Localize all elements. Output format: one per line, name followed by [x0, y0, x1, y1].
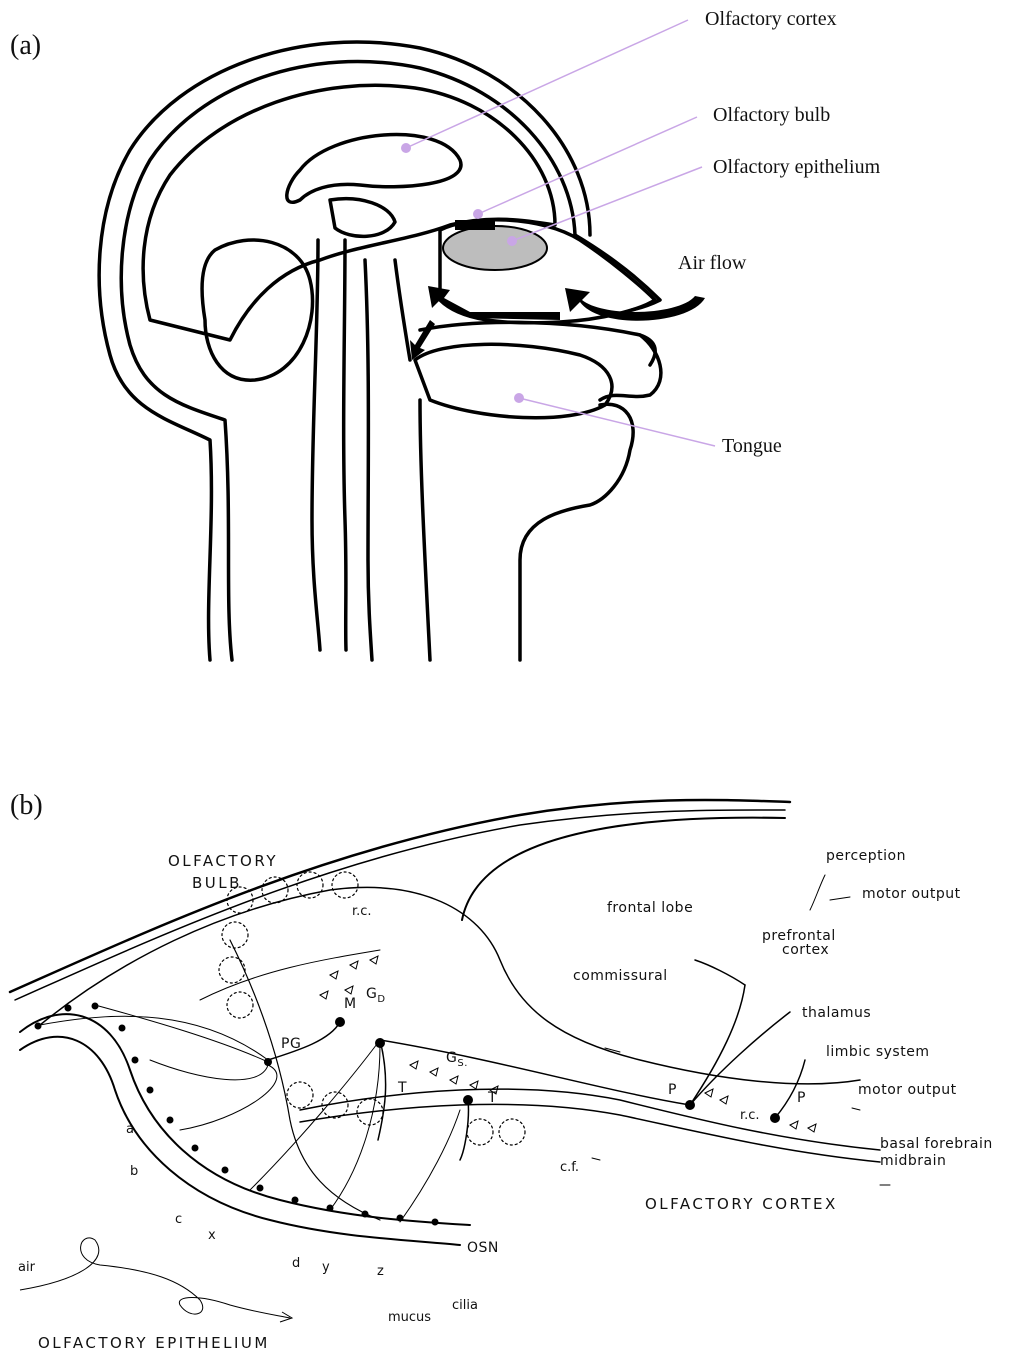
- label-motor-output-mid: motor output: [858, 1082, 957, 1098]
- label-olfactory-epithelium: Olfactory epithelium: [713, 156, 880, 179]
- label-olfactory-bulb: Olfactory bulb: [713, 104, 830, 127]
- lower-jaw: [520, 404, 633, 660]
- leader-lines: [406, 20, 715, 446]
- label-pg: PG: [281, 1036, 301, 1052]
- osn-axons: [40, 950, 460, 1222]
- olfactory-bulb-shape: [455, 220, 495, 230]
- label-motor-output-top: motor output: [862, 886, 961, 902]
- label-gd-main: G: [366, 986, 377, 1002]
- label-perception: perception: [826, 848, 906, 864]
- air-stream: [20, 1238, 292, 1322]
- projection-neurons: [268, 960, 805, 1160]
- tongue-shape: [415, 344, 612, 417]
- label-air: air: [18, 1260, 35, 1275]
- soma-p1: [685, 1100, 695, 1110]
- label-rc-top: r.c.: [352, 904, 372, 919]
- label-gd: GD: [366, 986, 386, 1005]
- throat-line: [420, 400, 430, 660]
- cerebellum: [202, 240, 313, 380]
- olfactory-epithelium-patch: [443, 226, 547, 270]
- label-a: a: [126, 1122, 134, 1137]
- glomerulus: [499, 1119, 525, 1145]
- upper-lip: [600, 335, 661, 400]
- label-z: z: [377, 1264, 384, 1279]
- label-olfactory-cortex-b: OLFACTORY CORTEX: [645, 1195, 838, 1213]
- brain-top-boundary: [10, 800, 790, 992]
- leader-dot-epithelium: [507, 236, 517, 246]
- glomerulus: [332, 872, 358, 898]
- label-p1: P: [668, 1082, 677, 1098]
- soma-p2: [770, 1113, 780, 1123]
- label-prefrontal-line2: cortex: [782, 942, 829, 958]
- brainstem-right: [344, 240, 346, 650]
- leader-dots: [401, 143, 524, 403]
- panel-b-tag: (b): [10, 790, 43, 822]
- label-mucus: mucus: [388, 1310, 431, 1325]
- label-gs-sub: S.: [457, 1058, 468, 1069]
- label-thalamus: thalamus: [802, 1005, 871, 1021]
- label-limbic-system: limbic system: [826, 1044, 929, 1060]
- label-olfactory-cortex: Olfactory cortex: [705, 8, 837, 31]
- label-rc-bottom: r.c.: [740, 1108, 760, 1123]
- soma-pg: [264, 1058, 272, 1066]
- head-sagittal-drawing: [0, 0, 1021, 700]
- soma-t2: [463, 1095, 473, 1105]
- label-olfactory-bulb-line1: OLFACTORY: [168, 852, 278, 870]
- label-gs-main: G: [446, 1050, 457, 1066]
- label-gd-sub: D: [377, 994, 385, 1005]
- glomerulus: [287, 1082, 313, 1108]
- label-olfactory-epithelium-b: OLFACTORY EPITHELIUM: [38, 1334, 270, 1352]
- label-t1: T: [398, 1080, 407, 1096]
- epithelium-lower: [20, 1037, 460, 1245]
- leader-dot-cortex: [401, 143, 411, 153]
- air-flow-arrow-main: [565, 288, 705, 321]
- label-x: x: [208, 1228, 216, 1243]
- label-basal-forebrain: basal forebrain: [880, 1136, 993, 1152]
- label-cf: c.f.: [560, 1160, 579, 1175]
- cortex-lower-tract-2: [300, 1104, 880, 1162]
- receptor-cells: [35, 1003, 439, 1226]
- thalamus-shape: [330, 199, 395, 237]
- label-d: d: [292, 1256, 300, 1271]
- cerebrum-outline: [143, 85, 555, 340]
- glomerulus: [222, 922, 248, 948]
- neuron-somas: [264, 1017, 780, 1123]
- label-p2: P: [797, 1090, 806, 1106]
- corpus-callosum: [287, 135, 461, 203]
- panel-b-olfactory-circuit-section: (b) OLFACTORY BULB perception motor outp…: [0, 760, 1021, 1356]
- label-cilia: cilia: [452, 1298, 478, 1313]
- label-tongue: Tongue: [722, 435, 782, 458]
- label-m: M: [344, 996, 357, 1012]
- pharynx: [395, 260, 410, 360]
- label-frontal-lobe: frontal lobe: [607, 900, 693, 916]
- label-olfactory-bulb-line2: BULB: [192, 874, 242, 892]
- leader-olfactory-epithelium: [512, 167, 702, 241]
- palate: [420, 322, 655, 365]
- leader-olfactory-cortex: [406, 20, 688, 148]
- glomerulus: [467, 1119, 493, 1145]
- label-t2: T: [488, 1090, 497, 1106]
- label-midbrain: midbrain: [880, 1153, 946, 1169]
- panel-a-tag: (a): [10, 30, 41, 62]
- spine-line-1: [365, 260, 372, 660]
- soma-m: [335, 1017, 345, 1027]
- panel-a-head-section: (a) Olfactory cortex Olfactory bulb Olfa…: [0, 0, 1021, 700]
- output-pathways: [592, 875, 890, 1185]
- cribriform-line: [230, 940, 380, 1220]
- air-flow-arrow-inner: [428, 286, 560, 320]
- label-b: b: [130, 1164, 138, 1179]
- cortex-lower-tract: [300, 1089, 880, 1150]
- leader-dot-tongue: [514, 393, 524, 403]
- label-osn: OSN: [467, 1240, 499, 1256]
- label-air-flow: Air flow: [678, 252, 746, 275]
- glomerulus: [227, 992, 253, 1018]
- leader-dot-bulb: [473, 209, 483, 219]
- label-commissural: commissural: [573, 968, 668, 984]
- label-gs: GS.: [446, 1050, 468, 1069]
- label-c: c: [175, 1212, 182, 1227]
- label-y: y: [322, 1260, 330, 1275]
- soma-t1: [375, 1038, 385, 1048]
- glomerulus: [219, 957, 245, 983]
